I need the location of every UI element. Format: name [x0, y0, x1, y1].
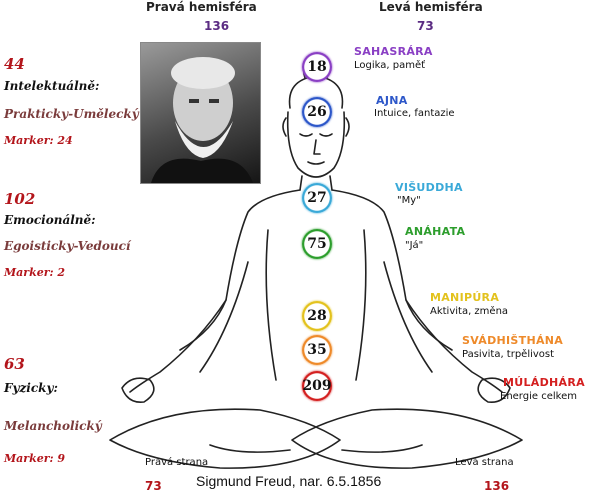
caption: Sigmund Freud, nar. 6.5.1856: [196, 473, 382, 489]
emotional-score: 102: [4, 190, 36, 208]
chakra-circle-6: 35: [302, 335, 332, 365]
intellectual-marker: Marker: 24: [4, 134, 73, 147]
emotional-marker: Marker: 2: [4, 266, 66, 279]
physical-label: Fyzicky:: [4, 381, 58, 395]
chakra-name-ajna: AJNA: [376, 94, 408, 107]
chakra-desc-visuddha: "My": [397, 195, 421, 206]
chakra-value-7: 209: [302, 378, 332, 394]
chakra-circle-1: 18: [302, 52, 332, 82]
chakra-desc-anahata: "Já": [405, 240, 424, 251]
chakra-circle-7: 209: [302, 371, 332, 401]
bottom-right-side-value: 73: [145, 479, 162, 493]
chakra-value-6: 35: [307, 342, 327, 358]
emotional-label: Emocionálně:: [4, 213, 96, 227]
physical-score: 63: [4, 355, 25, 373]
left-hemisphere-value: 73: [417, 19, 434, 33]
intellectual-label: Intelektuálně:: [4, 79, 100, 93]
right-hemisphere-value: 136: [204, 19, 230, 33]
chakra-name-anahata: ANÁHATA: [405, 225, 466, 238]
chakra-name-svadhisthana: SVÁDHIŠTHÁNA: [462, 334, 564, 347]
chakra-circle-5: 28: [302, 301, 332, 331]
chakra-name-sahasrara: SAHASRÁRA: [354, 45, 433, 58]
chakra-circle-2: 26: [302, 97, 332, 127]
bottom-left-side-value: 136: [484, 479, 510, 493]
chakra-value-4: 75: [307, 236, 327, 252]
chakra-desc-muladhara: Energie celkem: [500, 391, 577, 402]
emotional-type: Egoisticky-Vedoucí: [4, 239, 131, 253]
chakra-value-1: 18: [307, 59, 327, 75]
bottom-right-side-label: Pravá strana: [145, 457, 209, 468]
chakra-circle-3: 27: [302, 183, 332, 213]
chakra-circle-4: 75: [302, 229, 332, 259]
chakra-desc-sahasrara: Logika, paměť: [354, 60, 426, 71]
chakra-value-2: 26: [307, 104, 327, 120]
chakra-value-5: 28: [307, 308, 327, 324]
chakra-name-manipura: MANIPÚRA: [430, 291, 500, 304]
intellectual-type: Prakticky-Umělecký: [4, 107, 139, 121]
portrait-icon: [151, 57, 253, 183]
chakra-desc-ajna: Intuice, fantazie: [374, 108, 455, 119]
physical-type: Melancholický: [4, 419, 102, 433]
chakra-name-muladhara: MÚLÁDHÁRA: [503, 376, 585, 389]
left-hemisphere-title: Levá hemisféra: [379, 0, 483, 14]
physical-marker: Marker: 9: [4, 452, 66, 465]
chakra-desc-manipura: Aktivita, změna: [430, 306, 509, 317]
right-hemisphere-title: Pravá hemisféra: [146, 0, 257, 14]
intellectual-score: 44: [4, 55, 25, 73]
chakra-desc-svadhisthana: Pasivita, trpělivost: [462, 349, 555, 360]
portrait-photo: [140, 42, 261, 184]
chakra-value-3: 27: [307, 190, 327, 206]
chakra-name-visuddha: VIŠUDDHA: [395, 181, 463, 194]
bottom-left-side-label: Levá strana: [455, 457, 514, 468]
